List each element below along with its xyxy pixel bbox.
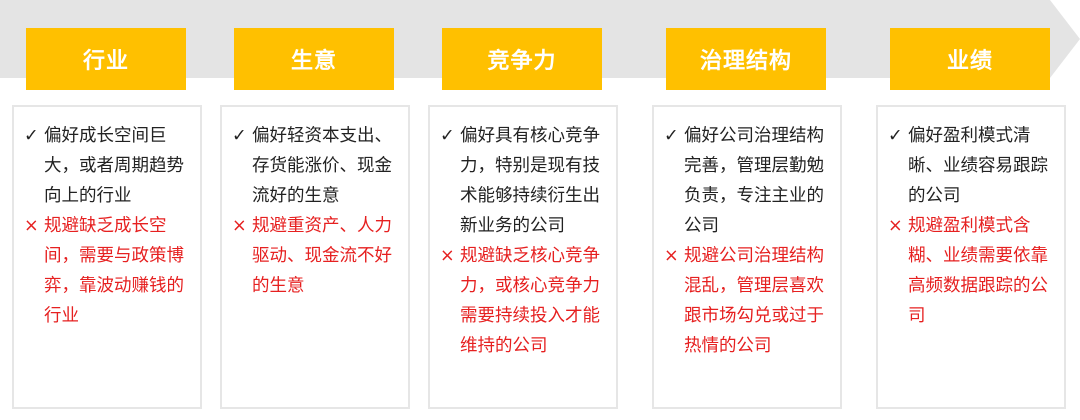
avoidance-text: 规避缺乏成长空间，需要与政策博弈，靠波动赚钱的行业 bbox=[44, 216, 184, 326]
preference-item: ✓ 偏好具有核心竞争力，特别是现有技术能够持续衍生出新业务的公司 bbox=[440, 121, 606, 241]
preference-text: 偏好轻资本支出、存货能涨价、现金流好的生意 bbox=[252, 126, 392, 206]
avoidance-item: × 规避重资产、人力驱动、现金流不好的生意 bbox=[232, 211, 398, 301]
cross-icon: × bbox=[24, 216, 39, 236]
avoidance-text: 规避公司治理结构混乱，管理层喜欢跟市场勾兑或过于热情的公司 bbox=[684, 246, 824, 356]
avoidance-item: × 规避缺乏核心竞争力，或核心竞争力需要持续投入才能维持的公司 bbox=[440, 241, 606, 361]
criteria-card: ✓ 偏好公司治理结构完善，管理层勤勉负责，专注主业的公司 × 规避公司治理结构混… bbox=[652, 105, 842, 409]
column-industry: 行业 ✓ 偏好成长空间巨大，或者周期趋势向上的行业 × 规避缺乏成长空间，需要与… bbox=[12, 0, 210, 420]
column-title: 业绩 bbox=[890, 28, 1050, 90]
cross-icon: × bbox=[664, 246, 679, 266]
cross-icon: × bbox=[440, 246, 455, 266]
column-competitiveness: 竞争力 ✓ 偏好具有核心竞争力，特别是现有技术能够持续衍生出新业务的公司 × 规… bbox=[428, 0, 626, 420]
preference-item: ✓ 偏好成长空间巨大，或者周期趋势向上的行业 bbox=[24, 121, 190, 211]
column-title: 竞争力 bbox=[442, 28, 602, 90]
criteria-card: ✓ 偏好成长空间巨大，或者周期趋势向上的行业 × 规避缺乏成长空间，需要与政策博… bbox=[12, 105, 202, 409]
column-title: 行业 bbox=[26, 28, 186, 90]
check-icon: ✓ bbox=[232, 126, 247, 146]
criteria-card: ✓ 偏好具有核心竞争力，特别是现有技术能够持续衍生出新业务的公司 × 规避缺乏核… bbox=[428, 105, 618, 409]
preference-text: 偏好盈利模式清晰、业绩容易跟踪的公司 bbox=[908, 126, 1048, 206]
check-icon: ✓ bbox=[440, 126, 455, 146]
cross-icon: × bbox=[232, 216, 247, 236]
criteria-card: ✓ 偏好盈利模式清晰、业绩容易跟踪的公司 × 规避盈利模式含糊、业绩需要依靠高频… bbox=[876, 105, 1066, 409]
column-title: 治理结构 bbox=[666, 28, 826, 90]
check-icon: ✓ bbox=[888, 126, 903, 146]
preference-text: 偏好具有核心竞争力，特别是现有技术能够持续衍生出新业务的公司 bbox=[460, 126, 600, 236]
column-performance: 业绩 ✓ 偏好盈利模式清晰、业绩容易跟踪的公司 × 规避盈利模式含糊、业绩需要依… bbox=[876, 0, 1074, 420]
column-business: 生意 ✓ 偏好轻资本支出、存货能涨价、现金流好的生意 × 规避重资产、人力驱动、… bbox=[220, 0, 418, 420]
check-icon: ✓ bbox=[24, 126, 39, 146]
preference-text: 偏好成长空间巨大，或者周期趋势向上的行业 bbox=[44, 126, 184, 206]
avoidance-text: 规避重资产、人力驱动、现金流不好的生意 bbox=[252, 216, 392, 296]
cross-icon: × bbox=[888, 216, 903, 236]
column-governance: 治理结构 ✓ 偏好公司治理结构完善，管理层勤勉负责，专注主业的公司 × 规避公司… bbox=[652, 0, 850, 420]
avoidance-item: × 规避盈利模式含糊、业绩需要依靠高频数据跟踪的公司 bbox=[888, 211, 1054, 331]
avoidance-text: 规避盈利模式含糊、业绩需要依靠高频数据跟踪的公司 bbox=[908, 216, 1048, 326]
avoidance-item: × 规避公司治理结构混乱，管理层喜欢跟市场勾兑或过于热情的公司 bbox=[664, 241, 830, 361]
criteria-card: ✓ 偏好轻资本支出、存货能涨价、现金流好的生意 × 规避重资产、人力驱动、现金流… bbox=[220, 105, 410, 409]
preference-item: ✓ 偏好公司治理结构完善，管理层勤勉负责，专注主业的公司 bbox=[664, 121, 830, 241]
avoidance-text: 规避缺乏核心竞争力，或核心竞争力需要持续投入才能维持的公司 bbox=[460, 246, 600, 356]
preference-item: ✓ 偏好盈利模式清晰、业绩容易跟踪的公司 bbox=[888, 121, 1054, 211]
column-title: 生意 bbox=[234, 28, 394, 90]
preference-item: ✓ 偏好轻资本支出、存货能涨价、现金流好的生意 bbox=[232, 121, 398, 211]
check-icon: ✓ bbox=[664, 126, 679, 146]
avoidance-item: × 规避缺乏成长空间，需要与政策博弈，靠波动赚钱的行业 bbox=[24, 211, 190, 331]
preference-text: 偏好公司治理结构完善，管理层勤勉负责，专注主业的公司 bbox=[684, 126, 824, 236]
